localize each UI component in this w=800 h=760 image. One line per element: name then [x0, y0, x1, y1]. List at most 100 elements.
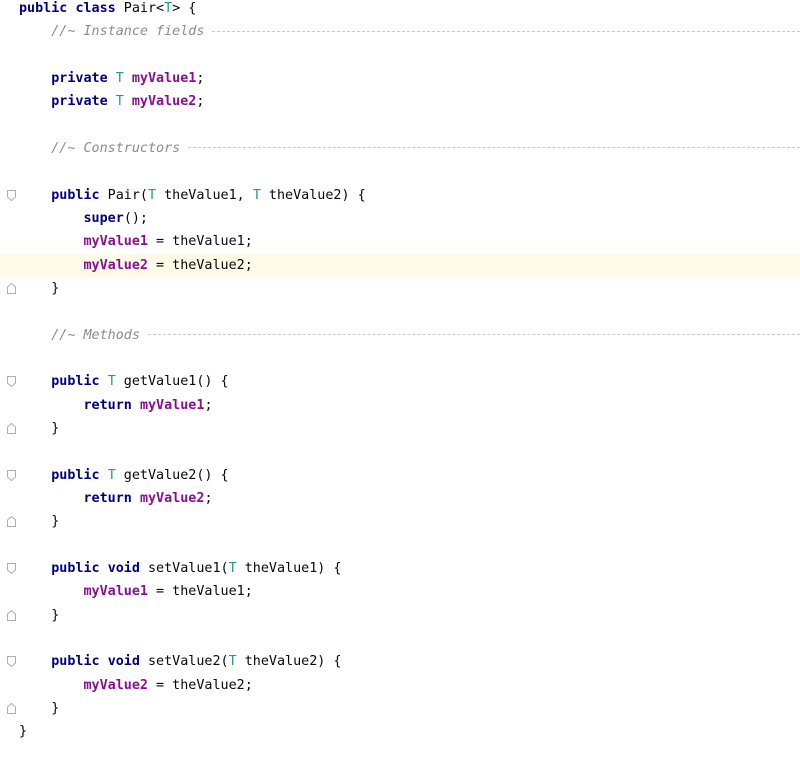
code-token — [100, 468, 108, 483]
code-line[interactable]: myValue2 = theValue2; — [0, 253, 800, 277]
code-line[interactable]: //~ Constructors — [0, 137, 800, 160]
code-line[interactable]: } — [0, 417, 800, 440]
code-token: T — [148, 187, 157, 203]
code-line[interactable]: public class Pair<T> { — [0, 0, 800, 20]
code-token — [132, 398, 140, 413]
fold-end-icon[interactable] — [7, 282, 16, 294]
code-line[interactable]: public Pair(T theValue1, T theValue2) { — [0, 184, 800, 207]
code-line[interactable]: //~ Methods — [0, 324, 800, 347]
code-line[interactable] — [0, 627, 800, 650]
code-token: getValue1() { — [115, 374, 229, 390]
code-line[interactable]: myValue1 = theValue1; — [0, 230, 800, 253]
code-line[interactable] — [0, 160, 800, 183]
code-token: //~ Methods — [51, 327, 140, 343]
code-line[interactable]: public T getValue2() { — [0, 464, 800, 487]
code-token: theValue2) { — [236, 654, 342, 670]
fold-start-icon[interactable] — [7, 376, 16, 388]
code-line[interactable]: } — [0, 604, 800, 627]
code-line-text: //~ Methods — [19, 324, 800, 347]
code-line-text: //~ Constructors — [19, 137, 800, 160]
code-token — [19, 234, 84, 249]
code-token — [19, 678, 84, 693]
code-token: class — [75, 1, 116, 16]
code-token: T — [252, 187, 261, 203]
code-line-text: private T myValue1; — [19, 67, 204, 90]
code-token — [19, 141, 51, 156]
code-line[interactable]: return myValue2; — [0, 487, 800, 510]
code-token — [108, 71, 116, 86]
code-token: private — [51, 94, 108, 110]
fold-end-icon[interactable] — [7, 609, 16, 621]
code-line[interactable]: public void setValue2(T theValue2) { — [0, 650, 800, 673]
code-line-text: public T getValue2() { — [19, 464, 228, 487]
code-line-text: } — [19, 277, 59, 300]
code-line[interactable]: } — [0, 277, 800, 300]
code-line[interactable] — [0, 300, 800, 323]
code-token: T — [107, 374, 116, 390]
code-line[interactable] — [0, 440, 800, 463]
code-token: T — [107, 467, 116, 483]
code-token: } — [19, 724, 28, 740]
code-token — [19, 211, 84, 226]
code-token — [100, 374, 108, 389]
code-line[interactable]: myValue1 = theValue1; — [0, 580, 800, 603]
code-token: = theValue1; — [148, 234, 253, 250]
code-line[interactable]: } — [0, 697, 800, 720]
code-token: //~ Instance fields — [51, 24, 205, 40]
code-token: theValue1) { — [236, 560, 342, 576]
fold-start-icon[interactable] — [7, 656, 16, 668]
fold-start-icon[interactable] — [7, 189, 16, 201]
code-token — [19, 374, 51, 389]
code-token: ; — [204, 397, 213, 413]
code-token: theValue1, — [156, 187, 253, 203]
code-token — [124, 94, 132, 109]
code-line[interactable] — [0, 114, 800, 137]
code-token: super — [83, 210, 124, 226]
code-line-text: //~ Instance fields — [19, 20, 800, 43]
code-line[interactable] — [0, 534, 800, 557]
fold-start-icon[interactable] — [7, 469, 16, 481]
code-token: = theValue2; — [148, 257, 253, 273]
code-line-text: public void setValue1(T theValue1) { — [19, 557, 342, 580]
code-token: return — [83, 397, 132, 413]
comment-separator-line — [188, 147, 800, 149]
code-line[interactable]: public void setValue1(T theValue1) { — [0, 557, 800, 580]
code-line[interactable] — [0, 347, 800, 370]
code-line-text: public T getValue1() { — [19, 370, 229, 393]
fold-end-icon[interactable] — [7, 422, 16, 434]
code-line[interactable]: super(); — [0, 207, 800, 230]
code-token: myValue1 — [83, 234, 149, 250]
code-token: ; — [196, 70, 205, 86]
code-token: myValue2 — [83, 677, 149, 693]
code-token — [19, 71, 51, 86]
code-line[interactable]: } — [0, 720, 800, 743]
code-line[interactable]: public T getValue1() { — [0, 370, 800, 393]
code-line[interactable]: private T myValue1; — [0, 67, 800, 90]
code-token: void — [107, 560, 140, 576]
code-token: } — [19, 420, 60, 436]
code-line[interactable]: private T myValue2; — [0, 90, 800, 113]
fold-end-icon[interactable] — [7, 516, 16, 528]
code-token — [19, 188, 51, 203]
fold-start-icon[interactable] — [7, 562, 16, 574]
code-line[interactable]: myValue2 = theValue2; — [0, 674, 800, 697]
code-line-text: return myValue2; — [19, 487, 213, 510]
code-token — [19, 24, 51, 39]
code-area[interactable]: public class Pair<T> { //~ Instance fiel… — [0, 0, 800, 744]
code-line[interactable]: //~ Instance fields — [0, 20, 800, 43]
code-line[interactable] — [0, 44, 800, 67]
code-token: myValue2 — [131, 94, 197, 110]
code-token: void — [107, 654, 140, 670]
code-line-text: public Pair(T theValue1, T theValue2) { — [19, 184, 365, 207]
fold-end-icon[interactable] — [7, 702, 16, 714]
code-line[interactable]: return myValue1; — [0, 394, 800, 417]
code-token — [124, 71, 132, 86]
code-token: (); — [123, 210, 148, 226]
code-token: public — [51, 654, 100, 670]
comment-separator-line — [212, 30, 800, 32]
code-token — [19, 654, 51, 669]
code-line-text: } — [19, 417, 59, 440]
code-line[interactable]: } — [0, 510, 800, 533]
code-token: } — [19, 280, 60, 296]
